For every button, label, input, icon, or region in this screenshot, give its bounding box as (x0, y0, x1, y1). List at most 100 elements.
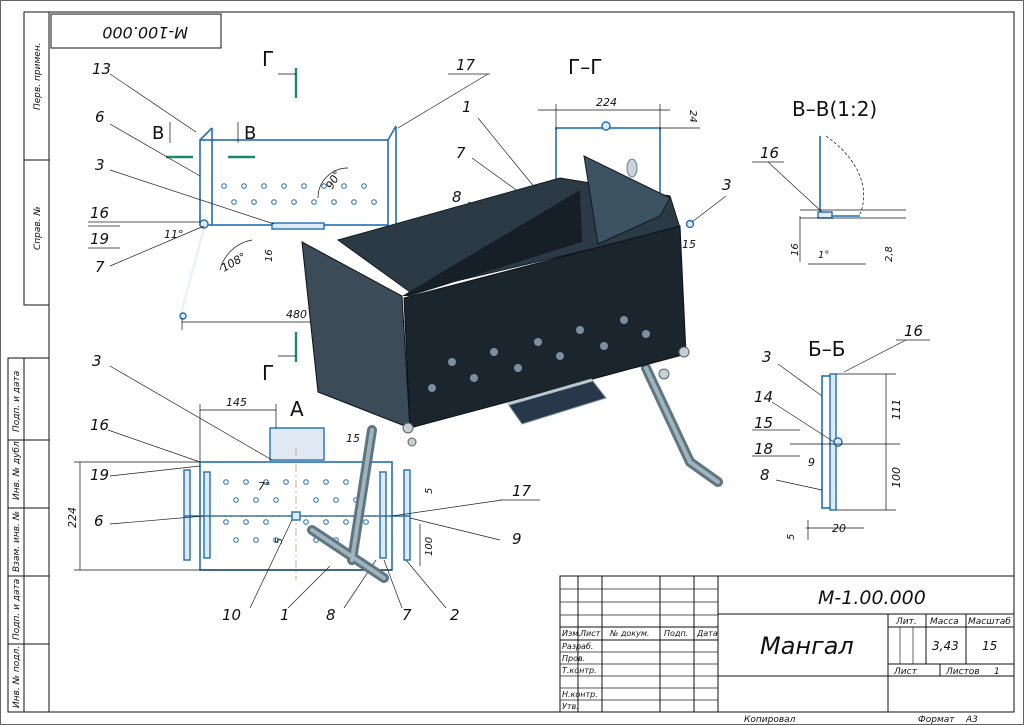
callout-3: 3 (95, 156, 105, 174)
section-v-label: В–В(1:2) (792, 97, 877, 121)
callout-9a: 9 (512, 530, 522, 548)
dim-15-right: 15 (682, 238, 696, 251)
dim-5-b: 5 (786, 534, 797, 540)
col-izm: Изм. (562, 629, 581, 638)
dim-224-top: 224 (596, 96, 617, 109)
dim-24: 24 (687, 110, 698, 123)
row-utv: Утв. (562, 702, 579, 711)
callout-6: 6 (95, 108, 105, 126)
label-masshtab: Масштаб (968, 617, 1011, 627)
cut-v-left: В (152, 123, 164, 144)
front-view: В В Г Г 480 16 11° 108° 90° 13 6 3 16 19… (88, 47, 490, 385)
callout-3a: 3 (92, 352, 102, 370)
callout-17: 17 (456, 56, 476, 74)
row-razrab: Разраб. (562, 642, 593, 651)
callout-7g: 7 (456, 144, 466, 162)
callout-2a: 2 (450, 606, 460, 624)
callout-8: 8 (452, 188, 462, 206)
strip-inv-dubl: Инв. № дубл. (12, 438, 22, 500)
callout-10: 10 (222, 606, 241, 624)
callout-18: 18 (754, 440, 773, 458)
callout-14: 14 (754, 388, 773, 406)
format-value: А3 (965, 715, 978, 725)
dim-2-8: 2,8 (884, 246, 895, 262)
label-massa: Масса (930, 617, 959, 627)
mass-value: 3,43 (932, 639, 959, 653)
front-holes (221, 183, 377, 205)
cut-g-top: Г (262, 47, 274, 71)
callout-8b: 8 (760, 466, 770, 484)
side-strip: Перв. примен. Справ. № Подп. и дата Инв.… (7, 11, 50, 713)
dim-11deg: 11° (164, 228, 184, 241)
dim-16-v: 16 (790, 243, 801, 256)
dim-7deg: 7° (258, 480, 271, 493)
label-sheet: Лист (893, 667, 918, 677)
dim-5-r: 5 (424, 488, 435, 494)
view-a: А 145 15 (66, 352, 540, 624)
dim-5-a: 5 (274, 538, 285, 544)
section-b-label: Б–Б (808, 337, 845, 361)
callout-6a: 6 (94, 512, 104, 530)
strip-perv-primen: Перв. примен. (33, 42, 43, 110)
sheets-count: 1 (994, 667, 1000, 677)
col-dokum: № докум. (609, 629, 649, 638)
callout-19a: 19 (90, 466, 109, 484)
callout-7: 7 (95, 258, 105, 276)
isometric-render (301, 155, 723, 583)
callout-16: 16 (90, 204, 109, 222)
col-list: Лист (579, 629, 601, 638)
code-stamp-text: М-100.000 (102, 23, 188, 42)
dim-1deg: 1° (818, 250, 829, 261)
dim-9: 9 (808, 456, 815, 469)
drawing-title: Мангал (760, 632, 854, 660)
callout-1a: 1 (280, 606, 290, 624)
callout-16b: 16 (904, 322, 923, 340)
col-podp: Подп. (664, 629, 688, 638)
format-label: Формат (918, 715, 955, 725)
dim-145: 145 (226, 396, 247, 409)
callout-16v: 16 (760, 144, 779, 162)
strip-podp-data-1: Подп. и дата (12, 371, 22, 432)
callout-8a: 8 (326, 606, 336, 624)
label-lit: Лит. (895, 617, 917, 627)
dim-100-b: 100 (890, 467, 903, 488)
dim-108deg: 108° (219, 250, 248, 275)
row-prov: Пров. (562, 654, 585, 663)
section-g-label: Г–Г (568, 55, 602, 79)
callout-7a: 7 (402, 606, 412, 624)
callout-13: 13 (92, 60, 111, 78)
scale-value: 15 (982, 639, 997, 653)
dim-100-a: 100 (424, 537, 435, 556)
col-data: Дата (696, 629, 718, 638)
callout-16a: 16 (90, 416, 109, 434)
label-sheets: Листов (945, 667, 980, 677)
strip-podp-data-2: Подп. и дата (12, 579, 22, 640)
callout-1: 1 (462, 98, 472, 116)
callout-15: 15 (754, 414, 773, 432)
callout-3b: 3 (762, 348, 772, 366)
drawing-code: М-1.00.000 (818, 587, 926, 609)
dim-15-a: 15 (346, 432, 360, 445)
code-stamp-box: М-100.000 (50, 13, 222, 49)
row-tkontr: Т.контр. (562, 666, 597, 675)
dim-111: 111 (890, 399, 903, 420)
dim-224-a: 224 (66, 507, 79, 528)
section-b-view: Б–Б 111 100 20 9 5 3 14 15 18 8 16 (752, 322, 930, 540)
strip-sprav: Справ. № (33, 206, 43, 250)
cut-v-right: В (244, 123, 256, 144)
strip-vzam-inv: Взам. инв. № (12, 511, 22, 572)
dim-16-front: 16 (264, 249, 275, 262)
copied-label: Копировал (744, 715, 796, 725)
section-v-view: В–В(1:2) 16 1° 2,8 16 (752, 97, 906, 265)
render-holes (428, 316, 650, 392)
callout-19: 19 (90, 230, 109, 248)
dim-90deg: 90° (323, 168, 344, 191)
title-block: М-1.00.000 Мангал Лит. Масса Масштаб 3,4… (559, 575, 1015, 713)
view-a-label: А (290, 397, 304, 421)
dim-480: 480 (286, 308, 307, 321)
strip-inv-podl: Инв. № подл. (12, 646, 22, 708)
dim-20: 20 (832, 522, 846, 535)
row-nkontr: Н.контр. (562, 690, 598, 699)
callout-3g: 3 (722, 176, 732, 194)
